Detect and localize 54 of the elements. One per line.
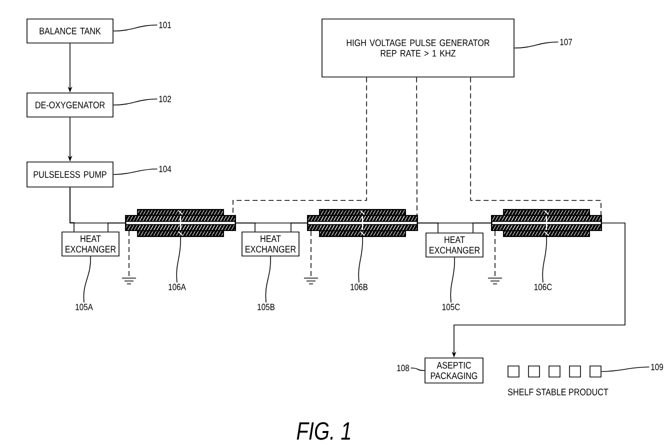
dashed-line [128, 230, 130, 278]
dashed-line [232, 77, 367, 216]
pipe-line [418, 222, 438, 233]
leader-line [514, 42, 559, 48]
process-box: ASEPTIC PACKAGING [424, 358, 484, 384]
callout-number: 106A [168, 284, 186, 290]
small-box [508, 366, 520, 378]
leader-line [176, 236, 182, 283]
label-text: SHELF STABLE PRODUCT [508, 388, 608, 396]
leader-line [601, 366, 650, 372]
leader-line [542, 236, 547, 283]
leader-line [450, 257, 455, 303]
dashed-line [310, 230, 312, 278]
callout-number: 102 [159, 96, 171, 102]
leader-line [113, 98, 158, 106]
process-box: HEAT EXCHANGER [242, 232, 300, 256]
callout-number: 108 [397, 364, 410, 372]
callout-number: 101 [159, 22, 172, 28]
leader-line [265, 256, 271, 303]
pipe-line [472, 222, 492, 233]
small-box [528, 366, 540, 378]
pipe-line [236, 222, 256, 232]
callout-number: 105C [442, 304, 460, 310]
process-box: HEAT EXCHANGER [62, 232, 120, 256]
small-box [569, 366, 581, 378]
pipe-line [290, 222, 308, 232]
ground-symbol [488, 278, 502, 284]
leader-line [410, 368, 425, 371]
pipe-line [70, 187, 74, 232]
dashed-line [494, 230, 496, 278]
leader-line [113, 168, 158, 175]
ground-symbol [304, 278, 318, 284]
callout-number: 106C [534, 284, 552, 290]
callout-number: 109 [651, 364, 664, 370]
dashed-line [470, 77, 602, 216]
callout-number: 104 [159, 166, 172, 172]
leader-line [83, 256, 91, 303]
process-box: HEAT EXCHANGER [426, 232, 484, 258]
process-box: PULSELESS PUMP [26, 162, 114, 188]
callout-number: 107 [560, 38, 572, 46]
dashed-line [416, 77, 418, 216]
ground-symbol [122, 278, 136, 284]
process-box: DE-OXYGENATOR [26, 92, 114, 118]
callout-number: 106B [350, 284, 368, 290]
leader-line [358, 236, 363, 283]
callout-number: 105B [258, 304, 275, 310]
leader-line [113, 24, 158, 32]
pipe-line [108, 222, 126, 232]
small-box [548, 366, 560, 378]
figure-caption: FIG. 1 [296, 422, 350, 440]
small-box [590, 366, 602, 378]
process-box: HIGH VOLTAGE PULSE GENERATOR REP RATE > 1 KHZ [322, 18, 514, 78]
callout-number: 105A [76, 304, 93, 310]
process-box: BALANCE TANK [26, 18, 114, 44]
